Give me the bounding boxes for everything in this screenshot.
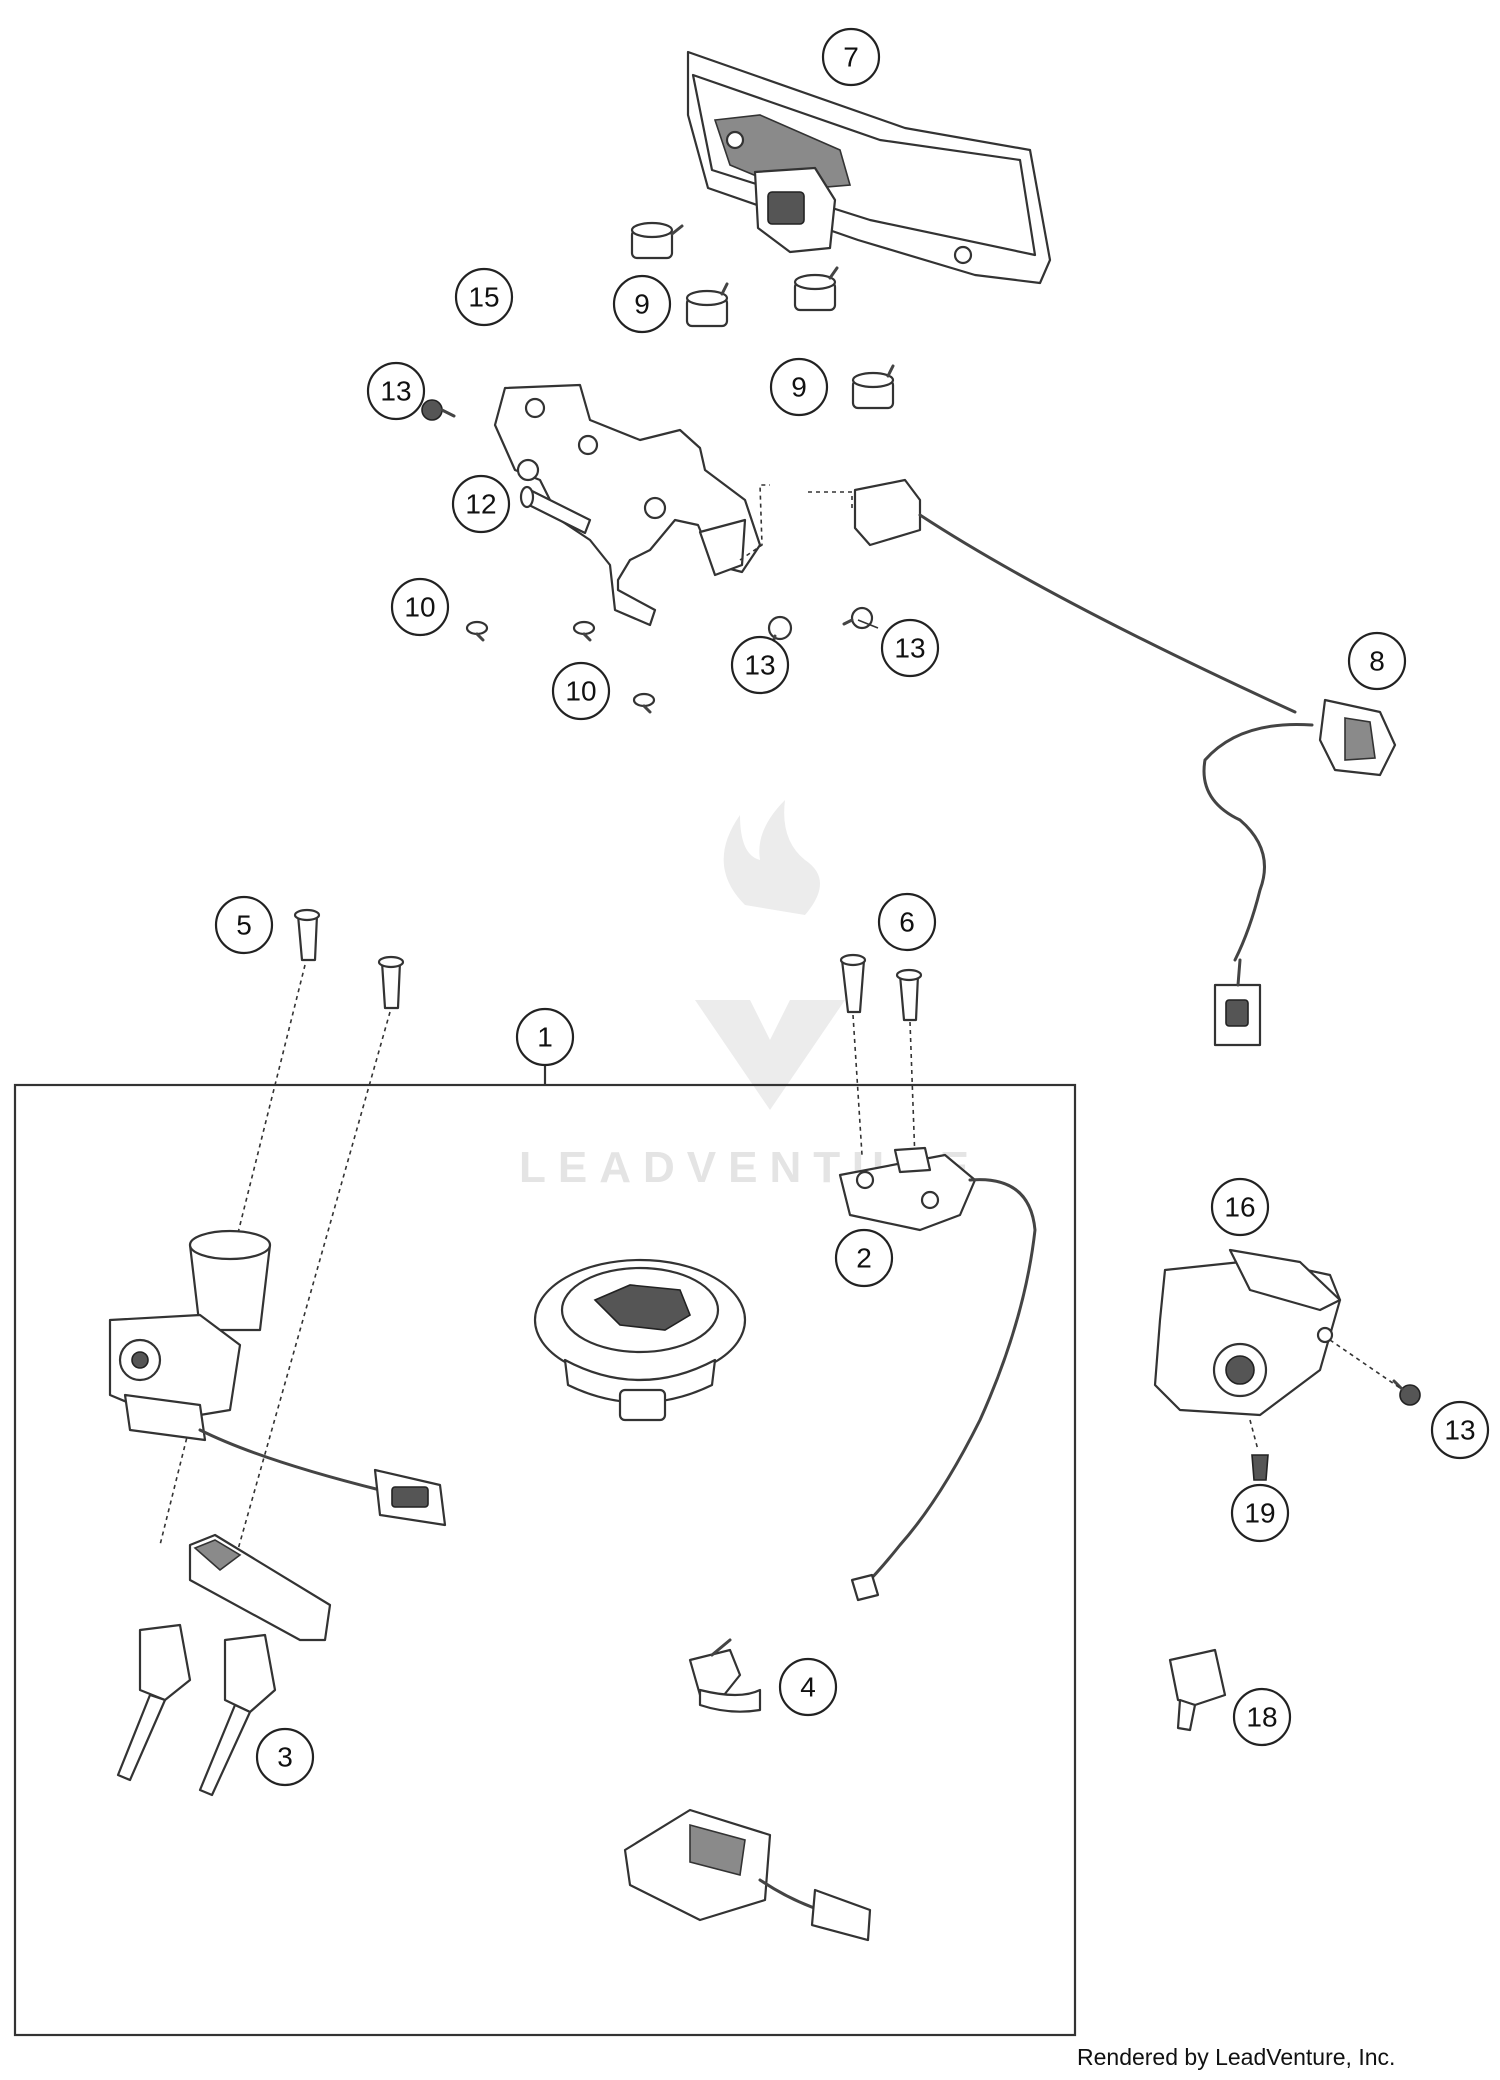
svg-text:10: 10 [404,592,435,623]
callout-16: 16 [1210,1177,1270,1237]
svg-text:9: 9 [791,372,807,403]
svg-text:16: 16 [1224,1192,1255,1223]
watermark-flame-icon [723,800,820,915]
callout-3: 3 [255,1727,315,1787]
callout-13: 13 [366,361,426,421]
callout-2: 2 [834,1228,894,1288]
small-bracket [1168,1648,1227,1732]
grommets [630,221,895,410]
svg-text:13: 13 [894,633,925,664]
svg-text:10: 10 [565,676,596,707]
fuel-sensor [838,953,1037,1602]
svg-text:8: 8 [1369,646,1385,677]
fuel-cap [533,1258,747,1422]
callout-15: 15 [454,267,514,327]
callout-10: 10 [551,661,611,721]
callout-9: 9 [612,274,672,334]
svg-text:18: 18 [1246,1702,1277,1733]
callout-10: 10 [390,577,450,637]
callout-5: 5 [214,895,274,955]
callout-13: 13 [730,635,790,695]
svg-text:2: 2 [856,1243,872,1274]
callout-13: 13 [1430,1400,1490,1460]
svg-text:13: 13 [1444,1415,1475,1446]
wiring-harness [808,478,1397,1047]
svg-text:13: 13 [380,376,411,407]
callout-1: 1 [515,1007,575,1067]
callout-13: 13 [880,618,940,678]
callout-4: 4 [778,1657,838,1717]
svg-text:4: 4 [800,1672,816,1703]
immobilizer-module [623,1808,872,1942]
lock-housing [1153,1248,1401,1481]
svg-text:9: 9 [634,289,650,320]
instrument-cluster [686,50,1052,285]
svg-text:5: 5 [236,910,252,941]
callout-6: 6 [877,892,937,952]
clip [688,1638,762,1713]
svg-text:6: 6 [899,907,915,938]
pin [519,485,592,535]
watermark-v-icon [695,1000,845,1110]
callout-19: 19 [1230,1483,1290,1543]
callout-8: 8 [1347,631,1407,691]
svg-text:3: 3 [277,1742,293,1773]
render-credit: Rendered by LeadVenture, Inc. [1077,2044,1396,2070]
svg-text:1: 1 [537,1022,553,1053]
svg-text:12: 12 [465,489,496,520]
leader-lines [857,619,879,629]
svg-text:15: 15 [468,282,499,313]
ignition-lock [108,1229,447,1527]
keys [116,1533,332,1797]
callout-12: 12 [451,474,511,534]
callout-18: 18 [1232,1687,1292,1747]
callout-9: 9 [769,357,829,417]
svg-text:19: 19 [1244,1498,1275,1529]
svg-text:13: 13 [744,650,775,681]
svg-text:7: 7 [843,42,859,73]
callout-7: 7 [821,27,881,87]
